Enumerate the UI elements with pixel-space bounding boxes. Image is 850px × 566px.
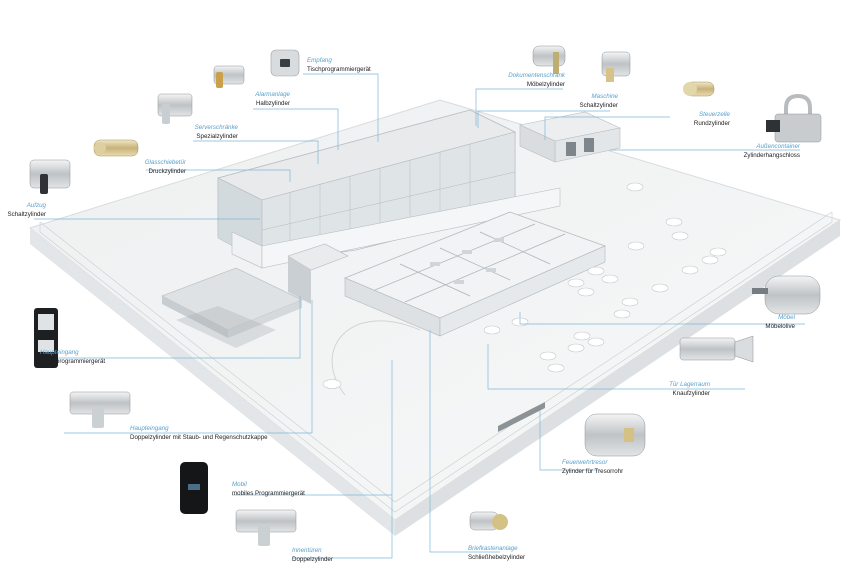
callout-location: Tür Lagerraum	[669, 381, 710, 388]
knob-cylinder-icon	[679, 335, 754, 363]
callout-location: Serverschränke	[194, 124, 238, 131]
furniture-olive-icon	[752, 275, 821, 315]
callout-location: Empfang	[307, 57, 332, 64]
callout-location: Mobil	[232, 481, 247, 488]
callout-product: Möbelzylinder	[526, 80, 565, 88]
wall-programmer-icon	[34, 308, 58, 368]
round-cylinder-icon	[683, 81, 715, 97]
callout-location: Steuerzelle	[699, 111, 730, 118]
callout-steuerzelle: Steuerzelle Rundzylinder	[694, 111, 730, 128]
callout-location: Außencontainer	[756, 143, 800, 150]
desk-programmer-icon	[270, 49, 300, 77]
callout-location: Möbel	[778, 314, 795, 321]
callout-location: Haupteingang	[40, 349, 79, 356]
callout-feuerwehrtresor: Feuerwehrtresor Zylinder für Tresorrohr	[562, 459, 623, 476]
callout-product: mobiles Programmiergerät	[232, 489, 305, 497]
callout-product: Doppelzylinder mit Staub- und Regenschut…	[130, 433, 268, 441]
callout-product: Möbelolive	[765, 322, 795, 330]
driveway	[331, 320, 421, 396]
callout-product: Tischprogrammiergerät	[307, 65, 371, 73]
special-cylinder-icon	[157, 93, 193, 124]
push-cylinder-icon	[93, 139, 139, 157]
carport	[161, 267, 303, 348]
perimeter-fence	[39, 211, 833, 513]
callout-location: Haupteingang	[130, 425, 169, 432]
callout-product: Zylinderhangschloss	[743, 151, 800, 159]
callout-product: Schaltzylinder	[7, 210, 46, 218]
office-wing	[287, 211, 607, 337]
mobile-programmer-icon	[180, 462, 208, 514]
callout-serverschraenke: Serverschränke Spezialzylinder	[195, 124, 238, 141]
switch-cylinder-icon	[29, 159, 71, 194]
callout-product: Zylinder für Tresorrohr	[562, 467, 624, 475]
callout-moebel: Möbel Möbelolive	[765, 314, 795, 331]
padlock-icon	[766, 94, 822, 143]
callout-aussencontainer: Außencontainer Zylinderhangschloss	[744, 143, 800, 160]
callout-location: Dokumentenschrank	[508, 72, 565, 79]
callout-location: Alarmanlage	[255, 91, 290, 98]
callout-aufzug: Aufzug Schaltzylinder	[7, 202, 46, 219]
callout-location: Briefkastenanlage	[468, 545, 518, 552]
callout-product: Halbzylinder	[255, 99, 290, 107]
callout-location: Glasschiebetür	[144, 159, 186, 166]
callout-dokumentenschrank: Dokumentenschrank Möbelzylinder	[508, 72, 565, 89]
callout-product: Schaltzylinder	[579, 101, 618, 109]
machine-switch-cylinder-icon	[601, 51, 631, 82]
callout-location: Maschine	[591, 93, 618, 100]
gate	[498, 402, 545, 432]
main-building	[216, 109, 561, 269]
callout-alarmanlage: Alarmanlage Halbzylinder	[255, 91, 290, 108]
callout-product: Rundzylinder	[693, 119, 730, 127]
callout-mobil: Mobil mobiles Programmiergerät	[232, 481, 305, 498]
safe-tube-cylinder-icon	[584, 413, 646, 457]
callout-product: Doppelzylinder	[292, 555, 333, 563]
callout-empfang: Empfang Tischprogrammiergerät	[307, 57, 371, 74]
lever-cylinder-icon	[469, 511, 508, 531]
callout-location: Feuerwehrtresor	[562, 459, 608, 466]
half-cylinder-icon	[213, 65, 245, 88]
callout-product: Spezialzylinder	[196, 132, 238, 140]
callout-product: Druckzylinder	[148, 167, 186, 175]
callout-maschine: Maschine Schaltzylinder	[579, 93, 618, 110]
callout-product: Schließhebelzylinder	[468, 553, 526, 561]
furniture-cylinder-icon	[532, 45, 566, 74]
callout-tuer-lagerraum: Tür Lagerraum Knaufzylinder	[669, 381, 710, 398]
callout-location: Innentüren	[292, 547, 322, 554]
callout-product: Wandprogrammiergerät	[40, 357, 106, 365]
double-cylinder-cap-icon	[69, 391, 131, 428]
parked-cars	[322, 182, 727, 389]
callout-product: Knaufzylinder	[672, 389, 711, 397]
leader-lines	[34, 73, 805, 559]
double-cylinder-icon	[235, 509, 297, 546]
callout-location: Aufzug	[26, 202, 46, 209]
callout-hauptengang-wand: Haupteingang Wandprogrammiergerät	[40, 349, 105, 366]
callout-briefkastenanlage: Briefkastenanlage Schließhebelzylinder	[468, 545, 525, 562]
callout-hauptengang-doppel: Haupteingang Doppelzylinder mit Staub- u…	[130, 425, 268, 442]
callout-innentueren: Innentüren Doppelzylinder	[292, 547, 333, 564]
callout-glasschiebetuer: Glasschiebetür Druckzylinder	[145, 159, 186, 176]
